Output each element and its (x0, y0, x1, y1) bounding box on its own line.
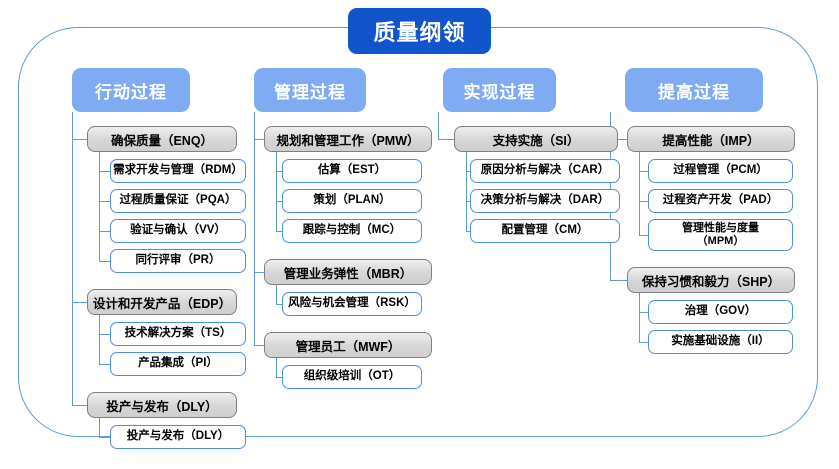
connector-spine (276, 152, 278, 231)
connector-branch (99, 334, 110, 336)
column-header-4[interactable]: 提高过程 (625, 68, 763, 112)
connector-branch (276, 304, 282, 306)
connector-branch (466, 171, 470, 173)
leaf-node[interactable]: 过程资产开发（PAD） (648, 189, 793, 213)
column-header-1[interactable]: 行动过程 (72, 68, 190, 112)
connector-branch (639, 235, 648, 237)
connector-spine-main (72, 112, 74, 405)
connector-branch (276, 171, 282, 173)
leaf-node[interactable]: 验证与确认（VV） (110, 219, 246, 243)
group-node[interactable]: 保持习惯和毅力（SHP） (627, 267, 795, 293)
leaf-node[interactable]: 决策分析与解决（DAR） (470, 189, 620, 213)
connector-branch (99, 201, 110, 203)
connector-branch (276, 201, 282, 203)
leaf-node[interactable]: 原因分析与解决（CAR） (470, 159, 620, 183)
connector-branch (72, 302, 87, 304)
leaf-node[interactable]: 实施基础设施（II） (648, 330, 793, 354)
connector-spine-main (438, 112, 440, 139)
connector-spine (639, 152, 641, 235)
connector-branch (99, 364, 110, 366)
connector-branch (438, 139, 454, 141)
leaf-node[interactable]: 组织级培训（OT） (282, 365, 422, 389)
group-node[interactable]: 投产与发布（DLY） (87, 392, 237, 418)
group-node[interactable]: 支持实施（SI） (454, 126, 618, 152)
leaf-node[interactable]: 策划（PLAN） (282, 189, 422, 213)
connector-branch (610, 280, 627, 282)
connector-spine (639, 293, 641, 342)
connector-branch (639, 171, 648, 173)
connector-spine (276, 285, 278, 304)
leaf-node[interactable]: 配置管理（CM） (470, 219, 620, 243)
connector-branch (639, 342, 648, 344)
leaf-node[interactable]: 需求开发与管理（RDM） (110, 159, 246, 183)
root-title: 质量纲领 (348, 8, 491, 54)
leaf-node[interactable]: 估算（EST） (282, 159, 422, 183)
leaf-node[interactable]: 管理性能与度量（MPM） (648, 219, 793, 251)
connector-spine (99, 418, 101, 437)
connector-branch (254, 139, 264, 141)
leaf-node[interactable]: 风险与机会管理（RSK） (282, 292, 422, 316)
connector-spine (99, 152, 101, 261)
connector-branch (254, 272, 264, 274)
group-node[interactable]: 设计和开发产品（EDP） (87, 289, 237, 315)
connector-spine (276, 358, 278, 377)
connector-branch (466, 231, 470, 233)
connector-branch (254, 345, 264, 347)
leaf-node[interactable]: 过程管理（PCM） (648, 159, 793, 183)
connector-spine-main (254, 112, 256, 345)
leaf-node[interactable]: 投产与发布（DLY） (110, 425, 246, 449)
connector-branch (639, 201, 648, 203)
column-header-2[interactable]: 管理过程 (254, 68, 366, 112)
group-node[interactable]: 确保质量（ENQ） (87, 126, 237, 152)
connector-branch (99, 261, 110, 263)
connector-branch (466, 201, 470, 203)
connector-branch (99, 231, 110, 233)
group-node[interactable]: 管理业务弹性（MBR） (264, 259, 432, 285)
connector-spine (466, 152, 468, 231)
leaf-node[interactable]: 跟踪与控制（MC） (282, 219, 422, 243)
connector-spine (99, 315, 101, 364)
group-node[interactable]: 规划和管理工作（PMW） (264, 126, 432, 152)
leaf-node[interactable]: 产品集成（PI） (110, 352, 246, 376)
connector-branch (99, 437, 110, 439)
connector-branch (72, 405, 87, 407)
group-node[interactable]: 管理员工（MWF） (264, 332, 432, 358)
connector-branch (610, 139, 627, 141)
connector-branch (639, 312, 648, 314)
leaf-node[interactable]: 治理（GOV） (648, 300, 793, 324)
connector-branch (276, 231, 282, 233)
leaf-node[interactable]: 同行评审（PR） (110, 249, 246, 273)
connector-branch (72, 139, 87, 141)
group-node[interactable]: 提高性能（IMP） (627, 126, 795, 152)
connector-branch (99, 171, 110, 173)
leaf-node[interactable]: 过程质量保证（PQA） (110, 189, 246, 213)
leaf-node[interactable]: 技术解决方案（TS） (110, 322, 246, 346)
column-header-3[interactable]: 实现过程 (443, 68, 556, 112)
connector-branch (276, 377, 282, 379)
